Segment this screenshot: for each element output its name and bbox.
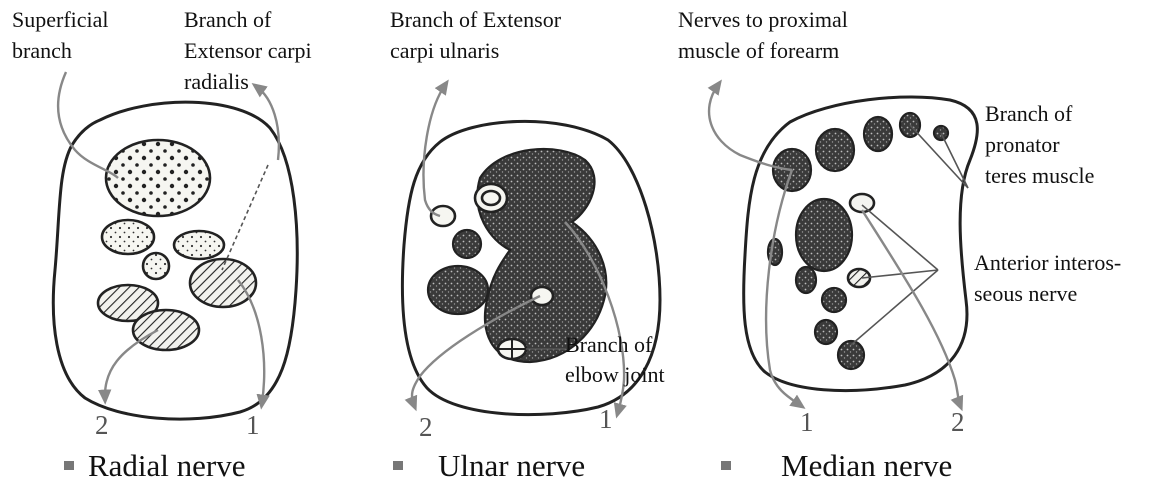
radial-bundle [190,259,256,307]
ulnar-main-bundle [477,149,606,362]
median-caption: Median nerve [781,448,952,483]
ulnar-number-1: 1 [599,404,613,434]
ulnar-bundle [453,230,481,258]
ulnar-number-2: 2 [419,412,433,442]
median-branch-2-leader [862,210,960,405]
ulnar-bundle [531,287,553,305]
median-bundle [796,267,816,293]
median-number-1: 1 [800,407,814,437]
ulnar-extensor-leader [424,85,445,216]
radial-bundle [174,231,224,259]
radial-caption-bullet [64,461,74,470]
median-bundle [838,341,864,369]
radial-number-2: 2 [95,410,109,440]
median-caption-bullet [721,461,731,470]
ulnar-caption: Ulnar nerve [438,448,585,483]
median-pronator-label: Branch of pronator teres muscle [985,101,1094,188]
median-proximal-label: Nerves to proximal muscle of forearm [678,7,853,63]
ulnar-small-bundle [431,206,455,226]
radial-superficial-bundle [106,140,210,216]
ulnar-bundle [475,184,507,212]
median-branch-1-leader [766,170,800,405]
ulnar-extensor-label: Branch of Extensor carpi ulnaris [390,7,567,63]
median-pronator-leader [941,133,968,188]
ulnar-bundle [428,266,488,314]
median-bundle [822,288,846,312]
median-interosseous-label: Anterior interos- seous nerve [974,250,1127,306]
ulnar-caption-bullet [393,461,403,470]
median-interosseous-leader [862,205,938,270]
ulnar-nerve-panel: Branch of Extensor carpi ulnaris Branch … [390,7,665,483]
radial-number-1: 1 [246,410,260,440]
radial-extensor-leader [257,87,279,160]
radial-nerve-panel: Superficial branch Branch of Extensor ca… [12,7,317,483]
radial-bundle [143,253,169,279]
median-number-2: 2 [951,407,965,437]
radial-bundle [133,310,199,350]
radial-extensor-dashed-leader [222,165,268,270]
median-bundle [816,129,854,171]
median-main-bundle [796,199,852,271]
radial-superficial-label: Superficial branch [12,7,114,63]
median-nerve-panel: Nerves to proximal muscle of forearm Bra… [678,7,1127,483]
median-bundle [864,117,892,151]
median-interosseous-bundle [850,194,874,212]
radial-bundle [102,220,154,254]
radial-extensor-label: Branch of Extensor carpi radialis [184,7,317,94]
radial-caption: Radial nerve [88,448,246,483]
median-bundle [815,320,837,344]
